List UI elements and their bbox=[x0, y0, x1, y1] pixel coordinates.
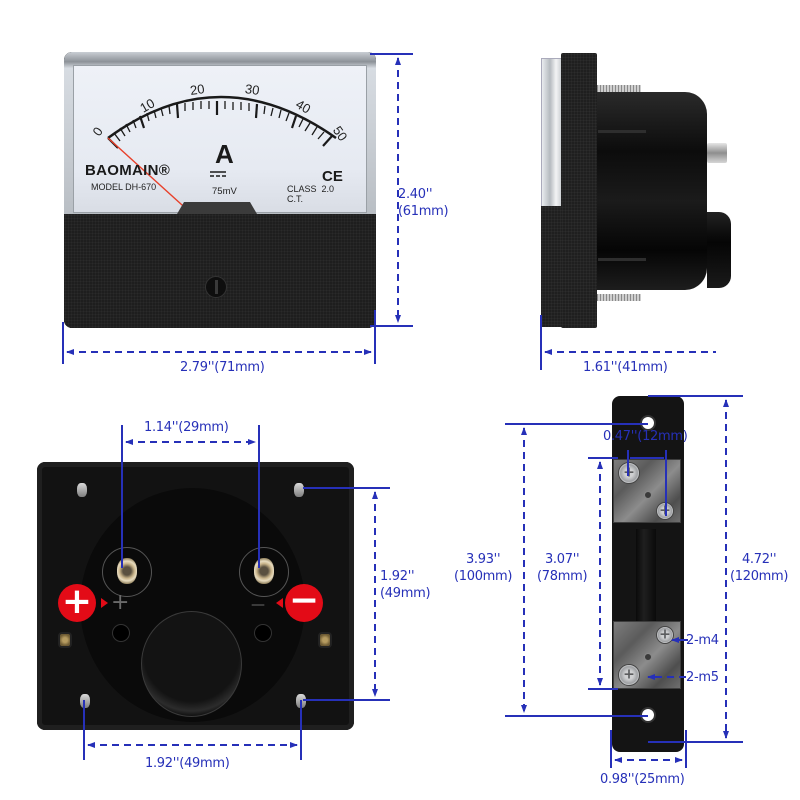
shunt-length-mm: (120mm) bbox=[730, 569, 789, 584]
positive-badge-icon: + bbox=[58, 584, 96, 622]
shunt-small-screw-icon bbox=[644, 653, 652, 661]
side-view-mount-screw-top bbox=[595, 85, 641, 92]
ct-label: C.T. bbox=[287, 194, 304, 204]
front-view-lower-panel bbox=[64, 214, 376, 328]
m5-screw-bottom-icon bbox=[618, 664, 640, 686]
shunt-length-inch: 4.72'' bbox=[741, 552, 777, 567]
shunt-terminal-spacing-inch: 3.07'' bbox=[544, 552, 580, 567]
mount-post-top-right bbox=[294, 483, 304, 497]
dial-scale bbox=[107, 95, 337, 214]
side-view-meter-housing bbox=[597, 92, 707, 290]
shunt-terminal-spacing-dimension: 3.07'' (78mm) bbox=[537, 551, 588, 585]
side-depth-dimension: 1.61''(41mm) bbox=[583, 360, 668, 375]
ce-mark-icon: CE bbox=[322, 168, 343, 185]
side-view-front-plate bbox=[561, 53, 597, 328]
m4-screw-label: 2-m4 bbox=[686, 633, 719, 648]
shunt-small-screw-icon bbox=[644, 491, 652, 499]
positive-terminal-icon bbox=[117, 558, 137, 584]
positive-polarity-mark: + bbox=[111, 590, 130, 615]
negative-terminal-icon bbox=[254, 558, 274, 584]
side-screw-left-icon bbox=[58, 632, 72, 648]
rating-label: 75mV bbox=[212, 186, 237, 197]
model-label: MODEL DH-670 bbox=[91, 182, 157, 192]
side-view-groove bbox=[598, 258, 646, 261]
front-view-dial-window: 0 10 20 30 40 50 A BAOMAIN® MODEL DH-670… bbox=[64, 52, 376, 214]
front-height-inch: 2.40'' bbox=[398, 187, 433, 202]
shunt-mount-hole-bottom bbox=[640, 707, 656, 723]
m5-screw-top-icon bbox=[618, 462, 640, 484]
m5-screw-label: 2-m5 bbox=[686, 670, 719, 685]
zero-adjust-screw-icon bbox=[205, 276, 227, 298]
accuracy-class: CLASS 2.0 C.T. bbox=[287, 184, 334, 204]
front-width-dimension: 2.79''(71mm) bbox=[180, 360, 265, 375]
m4-screw-top-icon bbox=[656, 502, 674, 520]
side-view-knob bbox=[707, 212, 731, 288]
shunt-length-dimension: 4.72'' (120mm) bbox=[730, 551, 788, 585]
negative-pointer-icon bbox=[276, 598, 283, 608]
rear-hole-right bbox=[254, 624, 272, 642]
shunt-terminal-spacing-mm: (78mm) bbox=[537, 569, 588, 584]
unit-label: A bbox=[215, 139, 234, 169]
rear-vertical-inch: 1.92'' bbox=[380, 569, 415, 584]
negative-polarity-mark: — bbox=[251, 597, 265, 613]
side-view-mount-screw-bottom bbox=[595, 294, 641, 301]
shunt-resistor-strip bbox=[636, 529, 656, 625]
mount-post-bottom-left bbox=[80, 694, 90, 708]
mount-post-bottom-right bbox=[296, 694, 306, 708]
shunt-hole-spacing-dimension: 3.93'' (100mm) bbox=[454, 551, 512, 585]
rear-vertical-mm: (49mm) bbox=[380, 586, 431, 601]
shunt-screw-spacing-dimension: 0.47''(12mm) bbox=[603, 429, 688, 444]
side-view-front-plate-lower bbox=[541, 206, 563, 327]
side-view-terminal-stud bbox=[707, 143, 727, 163]
mount-post-top-left bbox=[77, 483, 87, 497]
accuracy-class-label: CLASS 2.0 bbox=[287, 184, 335, 194]
shunt-hole-spacing-mm: (100mm) bbox=[454, 569, 513, 584]
rear-hole-left bbox=[112, 624, 130, 642]
scale-label-20: 20 bbox=[189, 81, 206, 98]
terminal-spacing-dimension: 1.14''(29mm) bbox=[144, 420, 229, 435]
positive-terminal-ring bbox=[102, 547, 152, 597]
rear-vertical-dimension: 1.92'' (49mm) bbox=[380, 568, 431, 602]
shunt-hole-spacing-inch: 3.93'' bbox=[465, 552, 501, 567]
front-height-mm: (61mm) bbox=[398, 204, 449, 219]
m4-screw-bottom-icon bbox=[656, 626, 674, 644]
scale-label-30: 30 bbox=[244, 81, 261, 98]
negative-badge-icon: − bbox=[285, 583, 323, 622]
negative-terminal-ring bbox=[239, 547, 289, 597]
brand-logo: BAOMAIN® bbox=[85, 162, 171, 179]
front-height-dimension: 2.40'' (61mm) bbox=[398, 186, 449, 220]
shunt-width-dimension: 0.98''(25mm) bbox=[600, 772, 685, 787]
side-screw-right-icon bbox=[318, 632, 332, 648]
dial-face: 0 10 20 30 40 50 A BAOMAIN® MODEL DH-670… bbox=[73, 65, 367, 214]
side-view-glass-window bbox=[541, 58, 563, 208]
side-view-groove bbox=[598, 130, 646, 133]
rear-view-knob bbox=[141, 611, 242, 717]
rear-horizontal-dimension: 1.92''(49mm) bbox=[145, 756, 230, 771]
positive-pointer-icon bbox=[101, 598, 108, 608]
